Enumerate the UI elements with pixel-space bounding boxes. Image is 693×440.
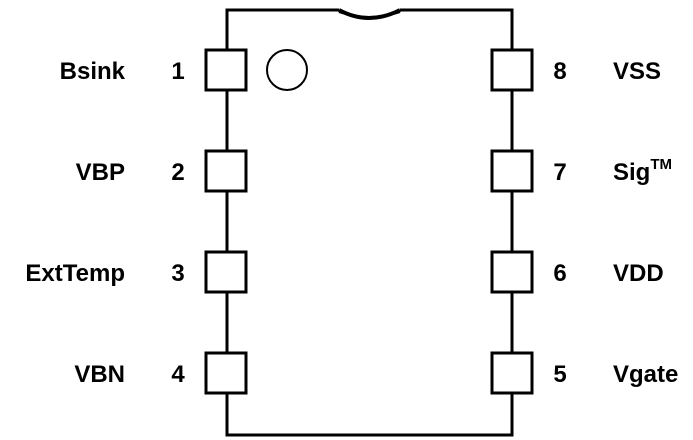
pin-6-pad bbox=[490, 250, 534, 294]
pin-7-pad bbox=[490, 149, 534, 193]
pin-2-pad bbox=[204, 149, 248, 193]
pin-5-number: 5 bbox=[553, 361, 566, 388]
pin-3-number: 3 bbox=[171, 260, 184, 287]
pin-4-number: 4 bbox=[171, 361, 185, 388]
package-body bbox=[225, 8, 514, 437]
pin-8-label: VSS bbox=[613, 58, 661, 85]
pin-7-label-superscript: TM bbox=[650, 156, 672, 173]
pin-1-number: 1 bbox=[171, 58, 184, 85]
pin-2-label: VBP bbox=[76, 159, 125, 186]
pin-1-label: Bsink bbox=[60, 58, 126, 85]
pin-3-label: ExtTemp bbox=[25, 260, 125, 287]
pin-5-pad bbox=[490, 351, 534, 395]
pin-7-label: SigTM bbox=[613, 156, 672, 186]
pin-1-pad bbox=[204, 48, 248, 92]
pin-6-label: VDD bbox=[613, 260, 664, 287]
pin-8-pad bbox=[490, 48, 534, 92]
pin-7-number: 7 bbox=[553, 159, 566, 186]
left-pin-row: 1 2 3 4 Bsink VBP ExtTemp VBN bbox=[25, 48, 248, 395]
pin-3-pad bbox=[204, 250, 248, 294]
pin-2-number: 2 bbox=[171, 159, 184, 186]
pin-8-number: 8 bbox=[553, 58, 566, 85]
pin-4-label: VBN bbox=[74, 361, 125, 388]
pin1-marker-dot bbox=[266, 49, 308, 91]
pin-4-pad bbox=[204, 351, 248, 395]
package-outline bbox=[225, 8, 514, 437]
orientation-notch-edge bbox=[338, 11, 401, 18]
pin-6-number: 6 bbox=[553, 260, 566, 287]
pin-5-label: Vgate bbox=[613, 361, 678, 388]
right-pin-row: 8 7 6 5 VSS SigTM VDD Vgate bbox=[490, 48, 678, 395]
pin-7-label-name: Sig bbox=[613, 159, 650, 186]
